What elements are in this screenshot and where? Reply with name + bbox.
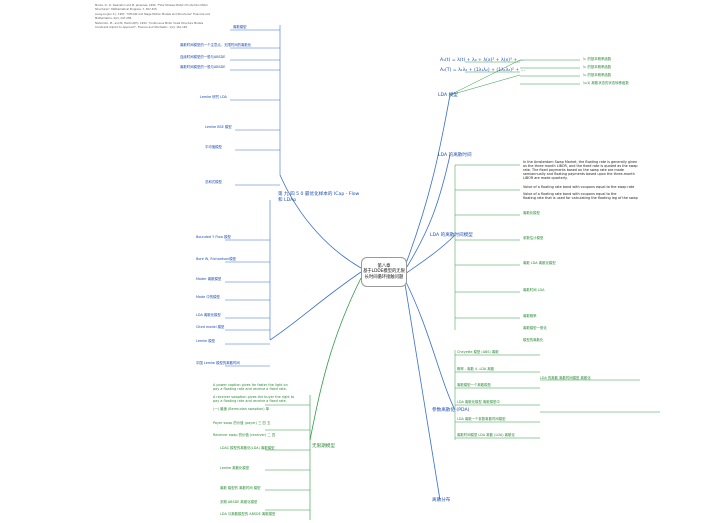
low-note-cheyette: Cheyette 模型 (ABS) 离散 [457,350,499,354]
branch-bore-richardson[interactable]: Bore W, Richardson模型 [196,257,237,261]
central-topic-line2: 基于LDDE模型的无限 [363,269,405,275]
note-amsterdam-5: LIBOR are made quarterly. [523,176,568,180]
note-amsterdam-3: rate. The fixed payments based on the sw… [523,168,624,172]
low-note-lda-discrete: LDA 离散化模型 离散模型中 [457,400,500,404]
left-main-branch-subtitle: 和 LDAp [278,198,297,203]
right-sub-discrete-prob[interactable]: 离散概率 [523,314,537,318]
central-topic-line3: 长时间循环接触问题 [364,274,404,280]
right-branch-discrete-dist[interactable]: 离散分布 [432,498,451,503]
right-branch-lda-model[interactable]: LDA 模型 [438,93,458,98]
note-payer-swap: Payer swap 的价值 (payer) 三 四 五 [213,421,271,425]
branch-sum-model[interactable]: 总和式模型 [205,180,222,184]
note-floating-bond-1: Value of a floating rate bond with coupo… [523,185,635,189]
branch-lemke-bse[interactable]: Lemke BSE 模型 [205,125,232,129]
reference-1b: Structures", Mathematical Progress, 7, 3… [95,8,158,11]
branch-cited-model[interactable]: Cited model 模型 [196,325,225,329]
reference-3b: Constraint Adjoint to Approach", Finance… [95,26,188,29]
right-leaf-lambda2[interactable]: λ₂ 的基本概率函数 [583,65,612,69]
note-payer-caption-2: pay a floating rate and receive a fixed … [213,387,287,391]
right-branch-lda-discrete-time[interactable]: LDA 的离散时间 [438,153,472,158]
lower-branch-multi-absde[interactable]: 多期 ABSDE 离散化模型 [220,500,258,504]
low-note-discrete-time: 离散时间模型 LDA 离散 (LDA) 离散化 [457,433,515,437]
lower-branch-ldac[interactable]: LDAC 模型的离散化(LDA) 离散模型 [220,446,275,450]
note-bermudan: (一) 最速 (Bermudan swaption) 单 [213,407,270,411]
note-receiver-1: A receiver swaption gives the buyer the … [213,395,295,399]
branch-bounded-y-flow[interactable]: Bounded Y Flow 模型 [196,235,231,239]
right-top-formula-2: A₂(T) = λ₁λ₂ + (1λ₁λ₂) + (1λ₁λ₂)² + ... [440,68,526,73]
reference-1a: Moore, D., D. Swanston and M. Jensenas, … [95,4,208,7]
note-receiver-swap: Receiver swap 的价值 (receiver) 二 四 [213,433,276,437]
right-sub-discrete-time-lda[interactable]: 离散时间 LDA [523,288,545,292]
right-sub-lda-discrete[interactable]: 离散 LDA 离散化模型 [523,261,556,265]
lower-branch-lda-absde[interactable]: LDA 与离散模型的 ABSDE 离散模型 [220,512,276,516]
right-leaf-lambda3[interactable]: λ₃ 的基本概率函数 [583,73,612,77]
note-floating-bond-2: Value of a floating rate bond with coupo… [523,192,617,196]
reference-3a: Nishimoto, M., and M. Hanford(H), 1993, … [95,22,204,25]
central-topic[interactable]: 第八章 基于LDDE模型的无限 长时间循环接触问题 [361,257,407,287]
branch-lemke-model[interactable]: Lemke 模型 [196,339,216,343]
right-sub-model-discrete[interactable]: 模型的离散化 [523,338,544,342]
lower-left-title[interactable]: 无限期模型 [312,444,335,449]
right-sub-generalize[interactable]: 离散模型一般化 [523,326,547,330]
branch-mode-model[interactable]: Mode 中的模型 [196,295,220,299]
branch-lda-discrete[interactable]: LDA 离散化模型 [196,313,221,317]
branch-china-lemke[interactable]: 中国 Lemke 模型的离散时间 [196,361,240,365]
right-top-formula-1: A₁(t) = λ(t) + λ₀ + λ(x)² + λ(x)³ + ... [440,58,523,63]
right-leaf-lambda1[interactable]: λ₁ 的基本概率函数 [583,57,612,61]
note-floating-bond-3: floating rate that is used for calculati… [523,196,638,200]
lower-branch-lemke[interactable]: Lemke 离散化模型 [220,466,250,470]
low-note-one-model: 离散模型一个离散模型 [457,383,491,387]
low-note-param: LDA 离散一个参数离散时间模型 [457,417,506,421]
note-amsterdam-1: In the Amsterdam Swap Market, the floati… [523,160,638,164]
note-amsterdam-2: as the three month LIBOR, and the fixed … [523,164,638,168]
branch-continuous-absde[interactable]: 连续时间模型的一般与ABSDE [180,55,226,59]
reference-2a: Liang-Liu(Jun X.), 1997, "CIFLOW and Sta… [95,13,211,16]
branch-average-model[interactable]: 平均值模型 [205,145,222,149]
note-payer-caption-1: A power caption gives far faster the lig… [213,383,288,387]
right-branch-lda-discrete-model[interactable]: LDA 的离散时间模型 [430,233,473,238]
right-sub-param-est[interactable]: 参数估计模型 [523,236,544,240]
branch-lemke-lda[interactable]: Lemke 研究 LDA [200,95,227,99]
right-branch-param-discrete[interactable]: 参数离散化 (PDA) [432,408,470,413]
branch-discrete-time-note[interactable]: 离散时间模型的一个注意点。无限时间的离散化 [180,43,252,47]
low-note-extra: LDA 的离散 离散时间模型 离散化 [540,376,591,380]
right-leaf-lambda4[interactable]: λ₄(t) 离散状态的状态转移函数 [583,81,629,85]
reference-2b: Mathematics, 4(2), 247-258. [95,17,132,20]
right-sub-discrete-model[interactable]: 离散化模型 [523,211,540,215]
low-note-prob: 概率 - 离散 4 -LDA 离散 [457,367,495,371]
branch-discrete-absde[interactable]: 离散时间模型的一般与ABSDE [180,65,226,69]
note-receiver-2: pay a floating rate and receive a fixed … [213,399,287,403]
note-amsterdam-4: semiannually and floating payments based… [523,172,635,176]
branch-moder-discrete[interactable]: Moder 离散模型 [196,277,222,281]
central-topic-line1: 第八章 [377,264,391,270]
lower-branch-discrete-time[interactable]: 离散 模型的 离散时间 模型 [220,486,261,490]
left-main-branch-title[interactable]: 第 九 四 5 0 最优化样本的 ICap - Flow [278,192,360,197]
branch-discrete-model[interactable]: 离散模型 [233,25,247,29]
